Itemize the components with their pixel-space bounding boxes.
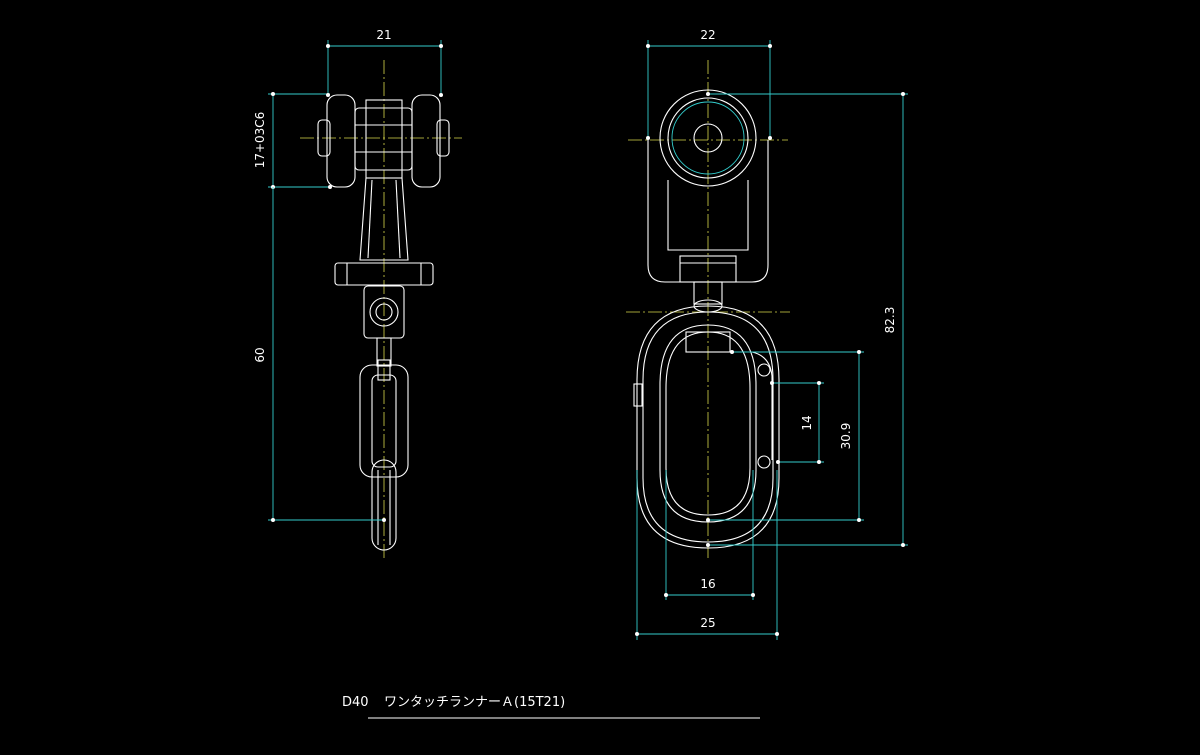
- dim-front-outer-width: 25: [700, 616, 715, 630]
- front-view: 22 82.3 30.9 14 16 25: [326, 28, 908, 640]
- dim-side-height: 60: [253, 347, 267, 362]
- dim-side-width: 21: [376, 28, 391, 42]
- dim-front-gate: 14: [800, 415, 814, 430]
- dim-front-total-height: 82.3: [883, 307, 897, 334]
- drawing-code: D40: [342, 695, 369, 710]
- title-block: D40 ワンタッチランナーＡ(15T21): [342, 695, 760, 719]
- dim-front-width: 22: [700, 28, 715, 42]
- side-view: 21 17+03C6 60: [253, 28, 462, 560]
- dim-front-hook-height: 30.9: [839, 423, 853, 450]
- drawing-name: ワンタッチランナーＡ(15T21): [384, 695, 565, 710]
- dim-front-inner-width: 16: [700, 577, 715, 591]
- dim-side-wheel-dia: 17+03C6: [253, 112, 267, 169]
